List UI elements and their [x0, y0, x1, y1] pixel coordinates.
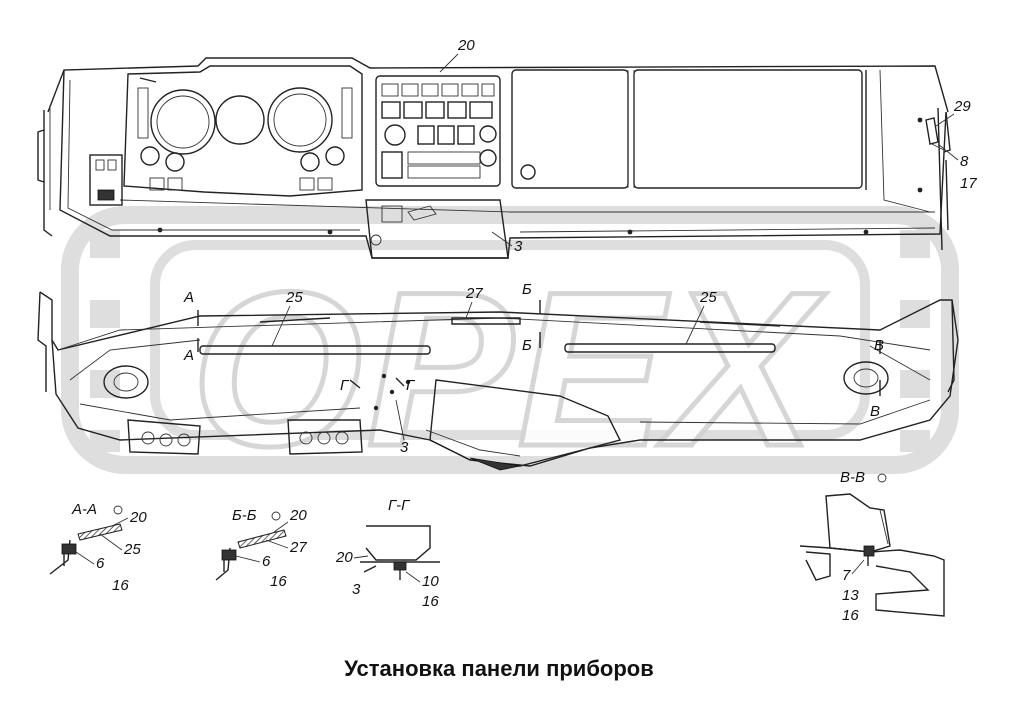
detail-vv-title: В-В [840, 469, 865, 486]
fasteners [157, 117, 923, 235]
detail-gg-10: 10 [422, 573, 439, 590]
section-mark-b-top: Б [522, 281, 532, 298]
detail-aa-16: 16 [112, 577, 129, 594]
watermark: OPEX [61, 206, 959, 495]
section-mark-a-top: А [183, 289, 194, 306]
detail-vv: В-В 7 13 16 [799, 469, 945, 624]
detail-gg-title: Г-Г [388, 497, 411, 514]
defroster-slot-right [564, 343, 776, 353]
detail-vv-7: 7 [842, 567, 851, 584]
centre-switch-console [375, 75, 501, 187]
vent-right [843, 361, 889, 395]
blank-openings [511, 69, 863, 189]
section-mark-b-bot: Б [522, 337, 532, 354]
detail-aa: А-А 20 25 6 16 [49, 501, 147, 594]
section-mark-v-top: В [874, 337, 884, 354]
detail-aa-25: 25 [123, 541, 141, 558]
gauge-cluster [123, 65, 363, 197]
section-mark-g-right: Г [406, 377, 416, 394]
detail-vv-13: 13 [842, 587, 859, 604]
detail-aa-title: А-А [71, 501, 97, 518]
panel-top-view [37, 291, 959, 471]
lower-cover [365, 199, 509, 259]
detail-aa-20: 20 [129, 509, 147, 526]
detail-vv-16: 16 [842, 607, 859, 624]
detail-bb: Б-Б 20 27 6 16 [215, 507, 307, 590]
detail-bb-16: 16 [270, 573, 287, 590]
detail-aa-6: 6 [96, 555, 105, 572]
detail-bb-20: 20 [289, 507, 307, 524]
detail-bb-6: 6 [262, 553, 271, 570]
section-mark-a-bot: А [183, 347, 194, 364]
detail-bb-27: 27 [289, 539, 307, 556]
lower-cluster-boxes [127, 419, 363, 455]
figure-caption: Установка панели приборов [344, 656, 654, 681]
panel-front-view [37, 57, 951, 259]
callout-8: 8 [960, 153, 969, 170]
callout-27: 27 [465, 285, 483, 302]
callout-3-mid: 3 [400, 439, 409, 456]
watermark-text: OPEX [191, 246, 826, 492]
vent-left [103, 365, 149, 399]
section-mark-g-left: Г [340, 377, 350, 394]
detail-gg: Г-Г 20 3 10 16 [335, 497, 440, 610]
detail-gg-3: 3 [352, 581, 361, 598]
section-mark-v-bot: В [870, 403, 880, 420]
callouts: 20 29 8 17 3 25 27 25 3 А А Б Б В В Г Г [183, 37, 977, 456]
callout-29: 29 [953, 98, 971, 115]
callout-17: 17 [960, 175, 977, 192]
detail-gg-16: 16 [422, 593, 439, 610]
callout-25-left: 25 [285, 289, 303, 306]
callout-20: 20 [457, 37, 475, 54]
detail-bb-title: Б-Б [232, 507, 257, 524]
callout-3-top: 3 [514, 238, 523, 255]
defroster-slot-left [199, 345, 431, 355]
callout-25-right: 25 [699, 289, 717, 306]
detail-gg-20: 20 [335, 549, 353, 566]
left-switch-block [89, 154, 123, 206]
